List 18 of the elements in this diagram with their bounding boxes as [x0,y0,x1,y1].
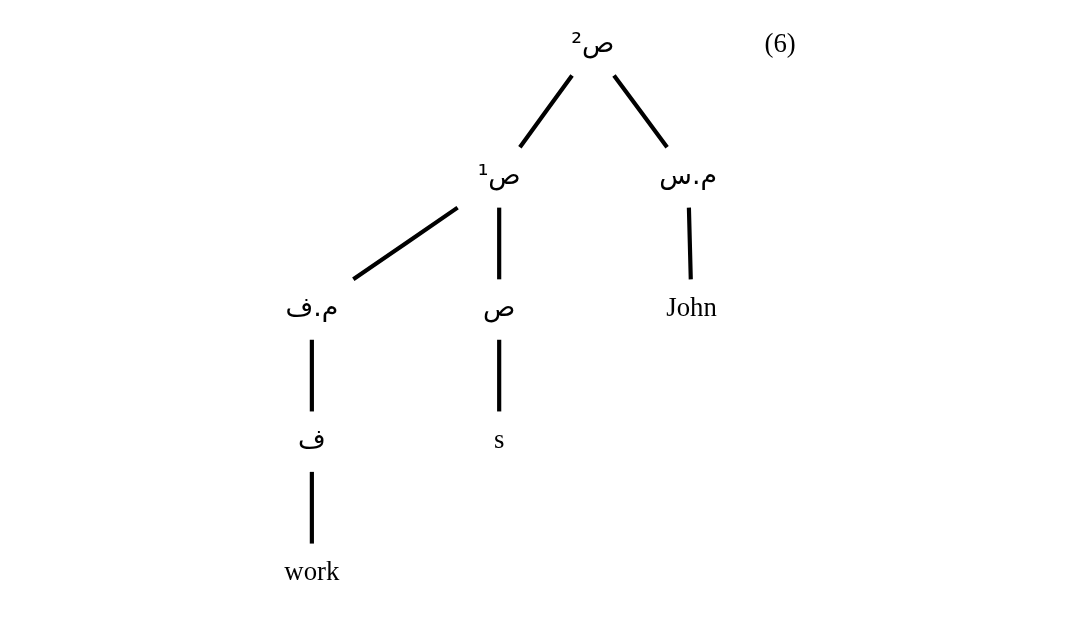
connector [686,207,693,280]
connector [518,74,574,149]
connector [309,339,314,412]
node-text: ص² [571,26,615,58]
connector [352,205,459,282]
node-text: ف [298,422,326,454]
node-text: م.س [659,158,718,190]
connector [497,207,502,280]
node-text: ص [483,290,516,322]
connector [612,74,669,149]
label: (6) [764,27,796,58]
node-text: ص¹ [477,158,521,190]
connector [497,339,502,412]
node-text: work [284,556,340,587]
node-text: John [666,291,717,322]
node-text: s [493,423,505,454]
connector [309,471,314,544]
node-text: م.ف [285,290,339,322]
